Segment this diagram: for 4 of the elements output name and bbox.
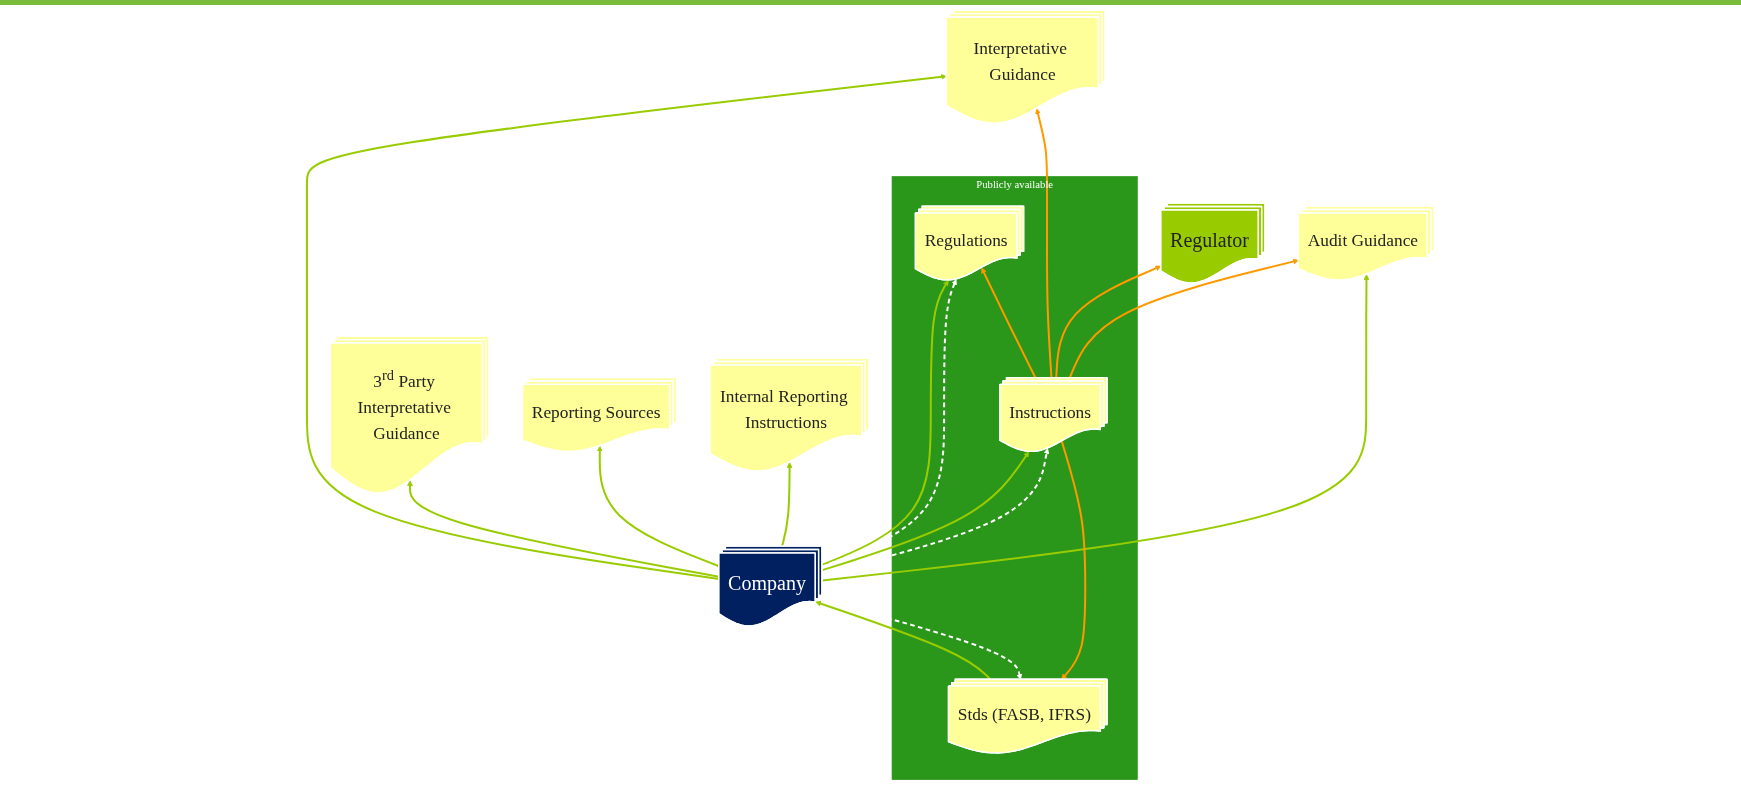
arrow <box>821 274 1370 582</box>
arrow <box>1060 440 1087 680</box>
arrow <box>816 598 1023 680</box>
arrow <box>305 73 947 580</box>
